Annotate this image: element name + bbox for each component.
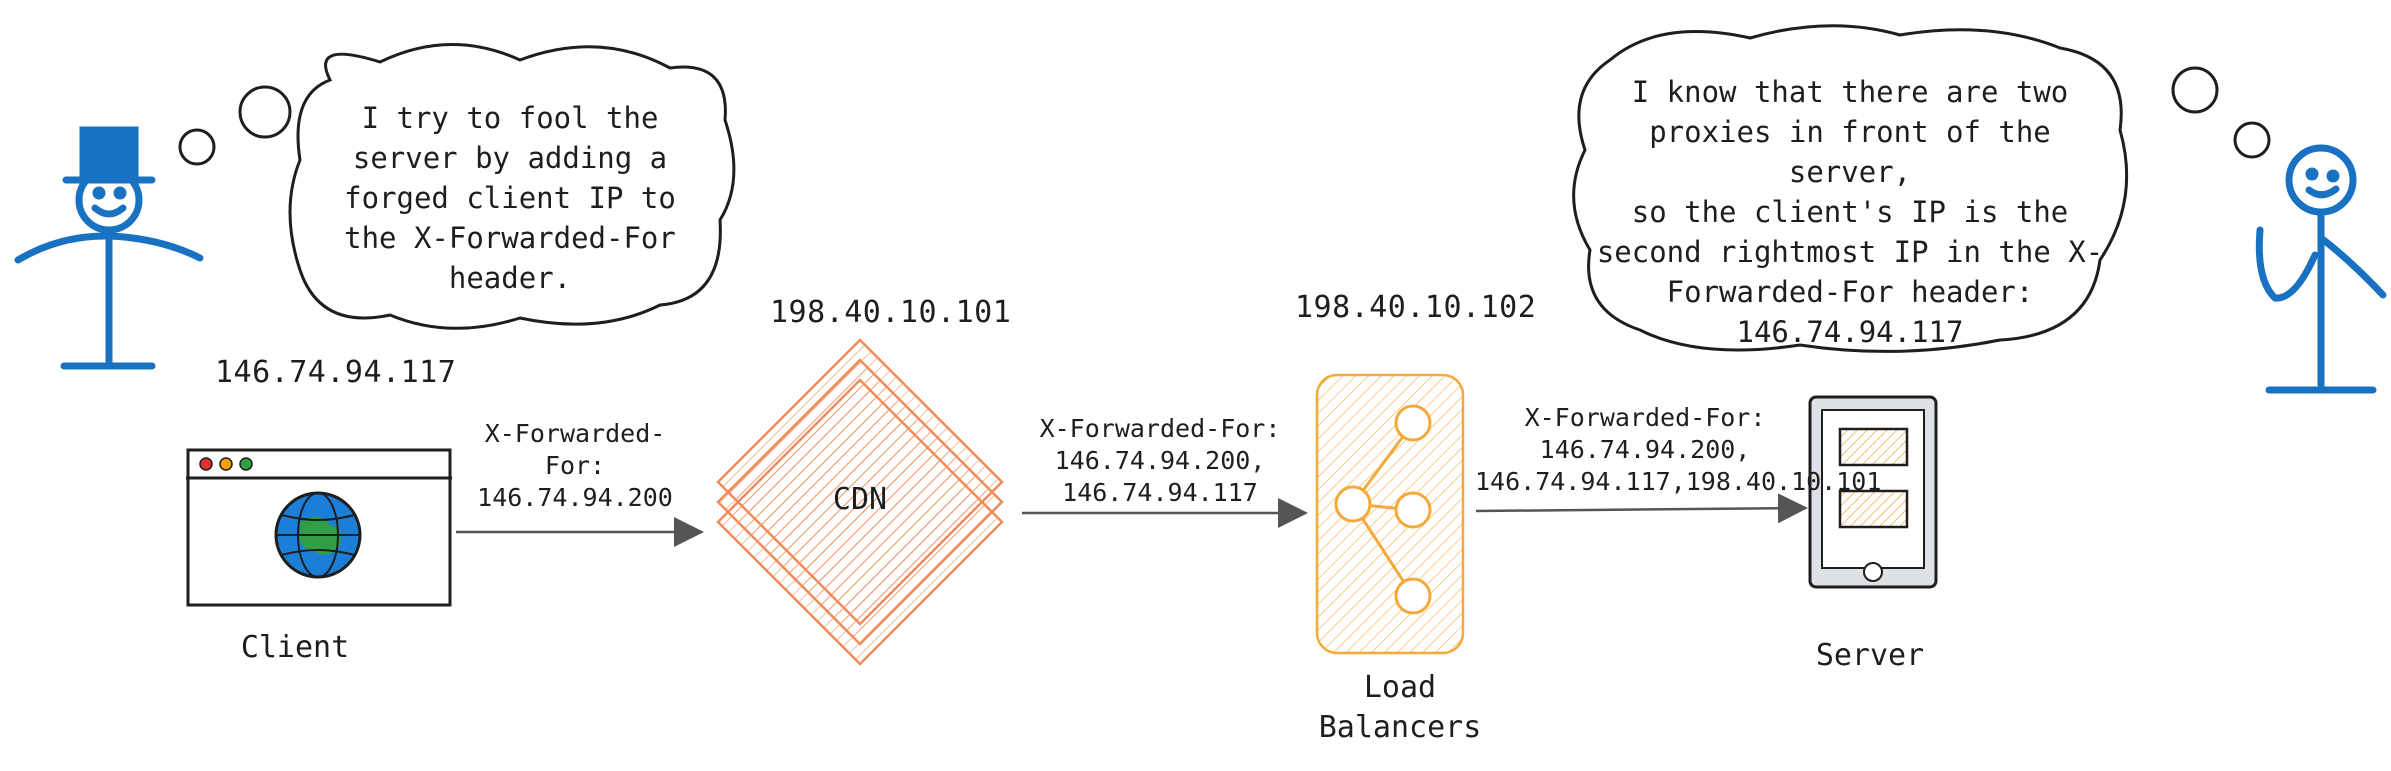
stickman-thinking-icon (2255, 144, 2387, 394)
stickman-top-hat-icon (14, 126, 204, 370)
client-ip: 146.74.94.117 (215, 355, 457, 390)
cdn-label: CDN (832, 482, 888, 517)
server-device-icon (1808, 395, 1938, 589)
server-thought-text: I know that there are two proxies in fro… (1596, 75, 2104, 349)
hop3-header: X-Forwarded-For: 146.74.94.200, 146.74.9… (1475, 403, 1882, 496)
arrow-load-balancer-to-server (1475, 493, 1808, 524)
browser-window-globe-icon (186, 448, 452, 607)
load-balancer-label: Load Balancers (1318, 670, 1482, 745)
cdn-ip: 198.40.10.101 (770, 295, 1012, 330)
server-label: Server (1815, 638, 1925, 673)
branching-network-icon (1315, 373, 1465, 655)
server-thought-bubble (1572, 24, 2271, 353)
load-balancer-ip: 198.40.10.102 (1295, 290, 1537, 325)
hop2-header: X-Forwarded-For: 146.74.94.200, 146.74.9… (1039, 414, 1281, 507)
client-label: Client (240, 630, 350, 665)
hop1-header: X-Forwarded-For: 146.74.94.200 (477, 419, 673, 512)
attacker-thought-text: I try to fool the server by adding a for… (344, 101, 676, 295)
attacker-thought-bubble (178, 43, 736, 330)
stacked-diamond-icon (716, 338, 1004, 666)
